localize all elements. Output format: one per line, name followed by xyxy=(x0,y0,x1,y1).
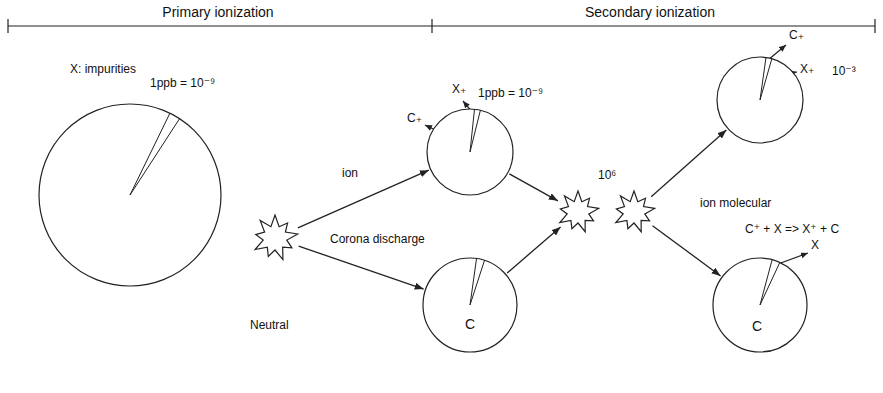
node-label: 1ppb = 10⁻⁹ xyxy=(150,76,215,90)
population-pie: C₊X₊1ppb = 10⁻⁹ xyxy=(426,108,514,196)
pie-wedge xyxy=(470,109,474,152)
pie-wedge xyxy=(760,57,766,100)
edge-label: ion xyxy=(340,166,360,180)
shape-outline xyxy=(251,214,299,262)
shape-outline xyxy=(712,257,808,353)
pie-circle xyxy=(423,258,517,352)
shape-outline xyxy=(422,257,518,353)
population-pie: C xyxy=(422,257,518,353)
section-heading: Secondary ionization xyxy=(585,4,715,21)
node-label: 1ppb = 10⁻⁹ xyxy=(478,86,543,100)
pie-circle xyxy=(713,258,807,352)
section-heading: Primary ionization xyxy=(162,4,273,21)
burst-outline xyxy=(616,191,655,232)
discharge-burst: Corona discharge xyxy=(251,214,299,262)
pie-wedge xyxy=(470,258,477,305)
population-pie: CX xyxy=(712,257,808,353)
node-label: 10⁶ xyxy=(598,168,616,182)
population-pie: C₊X₊10⁻³ xyxy=(716,56,804,144)
bracket-tick xyxy=(874,19,875,33)
burst-outline xyxy=(560,191,599,232)
flow-arrow xyxy=(653,226,721,276)
node-label: C xyxy=(752,318,762,335)
pie-circle xyxy=(427,109,513,195)
pie-wedge xyxy=(760,262,780,305)
discharge-burst: 10⁶ xyxy=(556,190,600,234)
shape-outline xyxy=(556,190,600,234)
edge-label: Neutral xyxy=(248,318,291,332)
pie-wedge xyxy=(760,59,772,100)
bracket-tick xyxy=(7,19,8,33)
shape-outline xyxy=(612,190,656,234)
pie-circle xyxy=(39,104,221,286)
node-label: C xyxy=(465,316,475,333)
node-label: X₊ xyxy=(452,82,466,96)
shape-outline xyxy=(716,56,804,144)
flow-arrow xyxy=(651,130,726,197)
node-label: X xyxy=(811,238,819,252)
flow-arrow xyxy=(299,246,424,289)
node-label: ion molecular xyxy=(700,196,771,210)
flow-arrow xyxy=(298,170,429,228)
node-label: X: impurities xyxy=(70,62,136,76)
pie-wedge xyxy=(130,119,180,195)
node-label: X₊ xyxy=(800,62,814,76)
discharge-burst: ion molecular xyxy=(612,190,656,234)
node-label: C₊ xyxy=(789,28,804,42)
pie-wedge xyxy=(470,260,485,305)
reaction-note: C⁺ + X => X⁺ + C xyxy=(745,222,839,236)
shape-outline xyxy=(426,108,514,196)
pie-circle xyxy=(717,57,803,143)
span-bracket xyxy=(8,25,875,26)
leader-line xyxy=(778,253,808,264)
pie-wedge xyxy=(130,113,170,195)
flow-arrow xyxy=(509,174,558,201)
bracket-tick xyxy=(431,19,432,33)
shape-outline xyxy=(38,103,222,287)
node-label: 10⁻³ xyxy=(832,64,856,78)
node-label: C₊ xyxy=(407,111,422,125)
burst-outline xyxy=(255,215,298,260)
node-label: Corona discharge xyxy=(330,232,425,246)
population-pie: X: impurities1ppb = 10⁻⁹ xyxy=(38,103,222,287)
pie-wedge xyxy=(470,110,480,152)
flow-arrow xyxy=(507,227,560,273)
